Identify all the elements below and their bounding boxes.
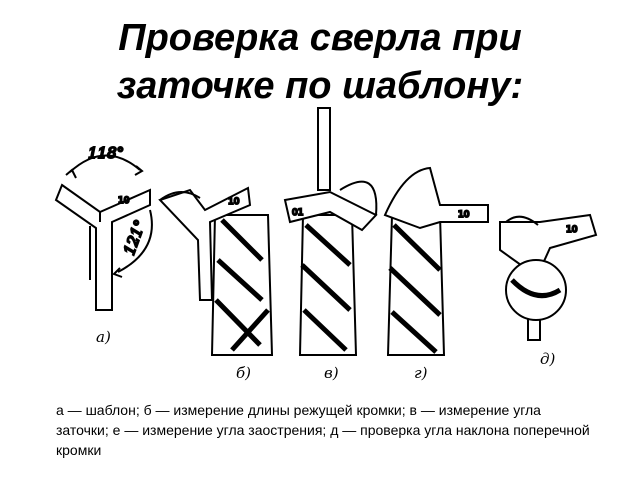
drill-b bbox=[158, 186, 274, 356]
scale-mark-a: 10 bbox=[118, 196, 130, 206]
label-g: г) bbox=[414, 364, 428, 382]
title-line-1: Проверка сверла при bbox=[118, 17, 522, 59]
drill-g bbox=[383, 166, 489, 356]
template-a bbox=[54, 154, 153, 311]
angle-118-label: 118° bbox=[88, 144, 124, 162]
scale-mark-g: 10 bbox=[458, 210, 470, 220]
title-line-2: заточке по шаблону: bbox=[116, 65, 524, 107]
label-b: б) bbox=[236, 364, 251, 382]
angle-121-label: 121° bbox=[120, 217, 149, 257]
label-v: в) bbox=[324, 364, 339, 382]
scale-mark-d: 10 bbox=[566, 225, 578, 235]
scale-mark-v: 01 bbox=[292, 208, 303, 218]
drill-v bbox=[283, 107, 378, 356]
page-title: Проверка сверла при заточке по шаблону: bbox=[0, 14, 640, 110]
figure-caption: а — шаблон; б — измерение длины режущей … bbox=[56, 402, 590, 458]
label-a: а) bbox=[96, 328, 111, 346]
label-d: д) bbox=[540, 350, 556, 368]
drill-d bbox=[499, 213, 598, 341]
scale-mark-b: 10 bbox=[228, 197, 240, 207]
